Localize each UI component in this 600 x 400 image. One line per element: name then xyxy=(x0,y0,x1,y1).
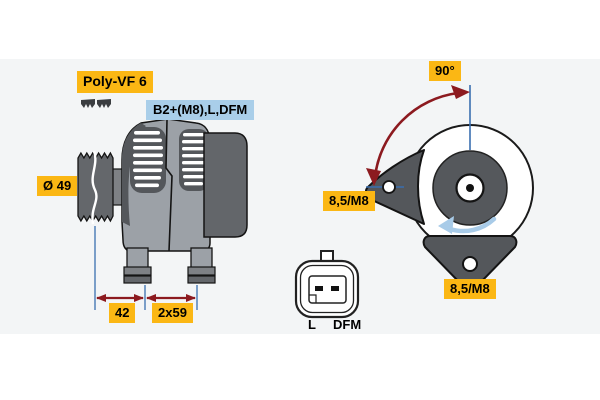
lug-hole-lower xyxy=(462,256,478,272)
connector-pin-l-label: L xyxy=(308,317,316,332)
mounting-angle-label: 90° xyxy=(429,61,461,82)
upper-mount-hole-label: 8,5/M8 xyxy=(323,191,375,212)
dimension-42-label: 42 xyxy=(109,303,136,324)
rear-cover xyxy=(203,132,248,238)
ribbed-belt-icon xyxy=(81,99,95,108)
ribbed-belt-icon xyxy=(97,99,111,108)
pulley-break-line xyxy=(91,150,98,225)
terminal-label: B2+(M8),L,DFM xyxy=(146,100,255,121)
connector-pin-dfm xyxy=(331,286,339,291)
connector-pin-l xyxy=(315,286,323,291)
pulley-diameter-label: Ø 49 xyxy=(37,176,78,197)
lug-hole-upper xyxy=(382,180,396,194)
cooling-vents-rear xyxy=(179,129,209,191)
lower-mount-hole-label: 8,5/M8 xyxy=(444,279,496,300)
connector-outline xyxy=(294,250,360,319)
front-bracket-rim xyxy=(121,123,146,226)
dimension-arrow-42 xyxy=(96,294,144,302)
shaft-center-mark xyxy=(466,184,474,192)
pulley-side-view xyxy=(77,151,114,223)
dimension-2x59-label: 2x59 xyxy=(152,303,193,324)
dimension-extension-lines xyxy=(94,226,198,310)
body-center-rib xyxy=(165,119,173,252)
angle-arc-arrow xyxy=(366,85,470,186)
mounting-foot-front xyxy=(123,247,152,284)
connector-pin-dfm-label: DFM xyxy=(333,317,362,332)
rotation-direction-arrow xyxy=(438,216,497,234)
mounting-foot-rear xyxy=(187,247,216,284)
belt-type-label: Poly-VF 6 xyxy=(77,71,153,93)
cooling-vents-front xyxy=(130,127,166,193)
dimension-arrow-2x59 xyxy=(146,294,196,302)
